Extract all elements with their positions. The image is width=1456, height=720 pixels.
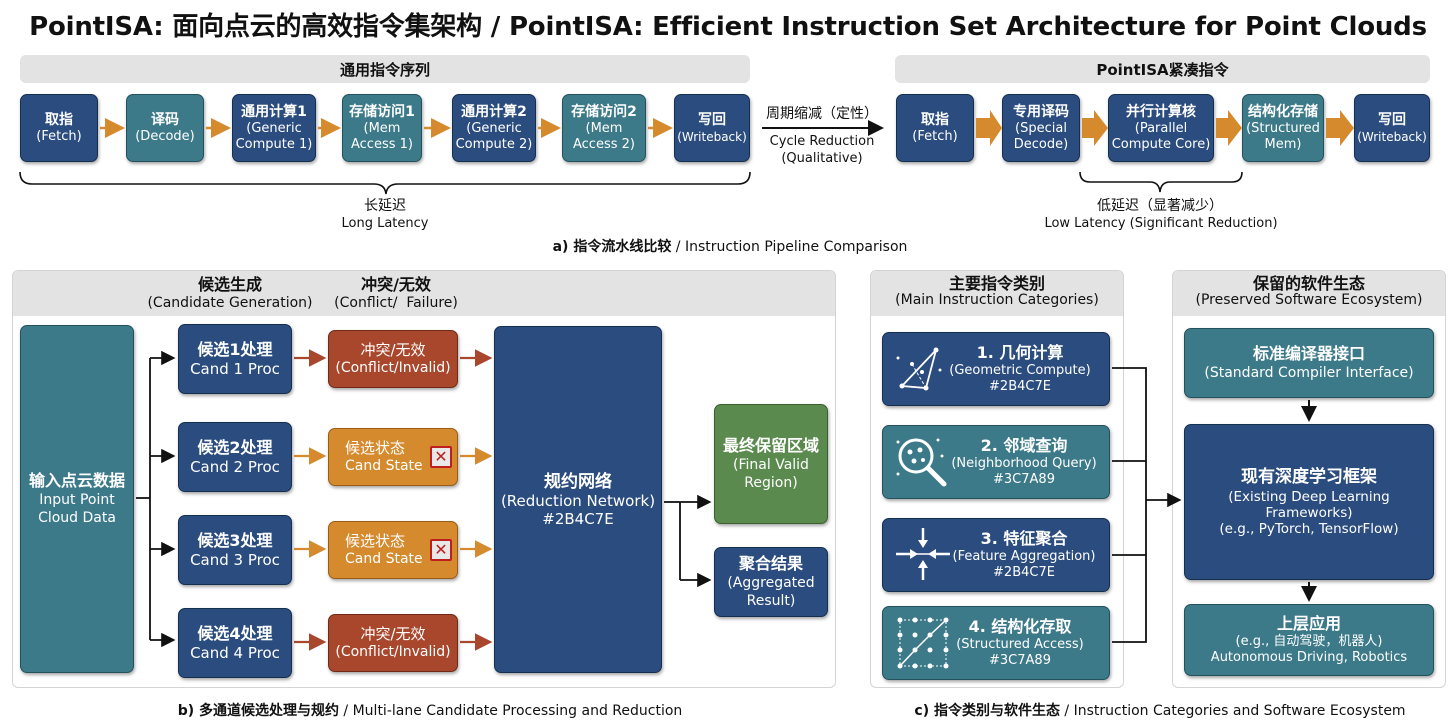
dl-frameworks-box: 现有深度学习框架 (Existing Deep Learning Framewo… [1184, 424, 1434, 580]
generic-step-mem-access-1: 存储访问1 (Mem Access 1) [342, 94, 422, 162]
conflict-heading: 冲突/无效 (Conflict/ Failure) [334, 275, 458, 312]
candidate-generation-heading: 候选生成 (Candidate Generation) [147, 275, 313, 312]
generic-sequence-header: 通用指令序列 [20, 55, 750, 83]
candidate-1-proc: 候选1处理 Cand 1 Proc [178, 324, 292, 394]
converge-arrows-icon [896, 528, 950, 580]
final-valid-region-box: 最终保留区域 (Final Valid Region) [714, 404, 828, 524]
lane-2-invalid-x-icon: ✕ [430, 446, 452, 468]
low-latency-brace [1079, 171, 1243, 193]
panel-b-header [13, 271, 835, 316]
input-point-cloud-box: 输入点云数据 Input Point Cloud Data [20, 325, 134, 673]
lane-3-invalid-x-icon: ✕ [430, 539, 452, 561]
low-latency-label-en: Low Latency (Significant Reduction) [1044, 216, 1278, 231]
geometry-icon [896, 347, 942, 391]
category-feature-aggregation: 3. 特征聚合 (Feature Aggregation) #2B4C7E [882, 518, 1110, 592]
generic-step-fetch: 取指 (Fetch) [20, 94, 98, 162]
cycle-reduction-note: (Qualitative) [781, 151, 863, 166]
categories-header: 主要指令类别 (Main Instruction Categories) [871, 271, 1123, 316]
candidate-3-proc: 候选3处理 Cand 3 Proc [178, 515, 292, 585]
compact-step-fetch: 取指 (Fetch) [896, 94, 974, 162]
caption-c: c) 指令类别与软件生态 / Instruction Categories an… [914, 703, 1406, 719]
long-latency-label-en: Long Latency [341, 216, 429, 231]
low-latency-label-zh: 低延迟（显著减少） [1097, 198, 1223, 214]
magnifier-icon [896, 438, 947, 487]
candidate-2-proc: 候选2处理 Cand 2 Proc [178, 422, 292, 492]
generic-step-decode: 译码 (Decode) [126, 94, 204, 162]
upper-applications-box: 上层应用 (e.g., 自动驾驶，机器人) Autonomous Driving… [1184, 604, 1434, 676]
compact-step-special-decode: 专用译码 (Special Decode) [1002, 94, 1080, 162]
long-latency-brace [19, 171, 751, 195]
aggregated-result-box: 聚合结果 (Aggregated Result) [714, 547, 828, 617]
cycle-reduction-label-zh: 周期缩减（定性） [766, 106, 878, 122]
compiler-interface-box: 标准编译器接口 (Standard Compiler Interface) [1184, 328, 1434, 398]
generic-step-compute-1: 通用计算1 (Generic Compute 1) [232, 94, 316, 162]
category-structured-access: 4. 结构化存取 (Structured Access) #3C7A89 [882, 606, 1110, 680]
category-neighborhood-query: 2. 邻域查询 (Neighborhood Query) #3C7A89 [882, 425, 1110, 499]
category-geometric-compute: 1. 几何计算 (Geometric Compute) #2B4C7E [882, 332, 1110, 406]
grid-points-icon [897, 617, 949, 669]
ecosystem-header: 保留的软件生态 (Preserved Software Ecosystem) [1173, 271, 1445, 316]
compact-sequence-header: PointISA紧凑指令 [895, 55, 1430, 83]
lane-1-conflict-state: 冲突/无效 (Conflict/Invalid) [328, 330, 458, 388]
generic-step-writeback: 写回 (Writeback) [674, 94, 750, 162]
page-title: PointISA: 面向点云的高效指令集架构 / PointISA: Effic… [29, 12, 1427, 42]
cycle-reduction-label-en: Cycle Reduction [769, 134, 875, 149]
reduction-network-box: 规约网络 (Reduction Network) #2B4C7E [494, 326, 662, 673]
candidate-4-proc: 候选4处理 Cand 4 Proc [178, 608, 292, 678]
lane-4-conflict-state: 冲突/无效 (Conflict/Invalid) [328, 614, 458, 672]
generic-step-compute-2: 通用计算2 (Generic Compute 2) [452, 94, 536, 162]
compact-step-writeback: 写回 (Writeback) [1354, 94, 1430, 162]
caption-b: b) 多通道候选处理与规约 / Multi-lane Candidate Pro… [177, 703, 683, 719]
caption-a: a) 指令流水线比较 / Instruction Pipeline Compar… [552, 239, 908, 255]
generic-step-mem-access-2: 存储访问2 (Mem Access 2) [562, 94, 646, 162]
compact-step-parallel-core: 并行计算核 (Parallel Compute Core) [1108, 94, 1214, 162]
compact-step-structured-mem: 结构化存储 (Structured Mem) [1242, 94, 1324, 162]
long-latency-label-zh: 长延迟 [364, 198, 406, 214]
